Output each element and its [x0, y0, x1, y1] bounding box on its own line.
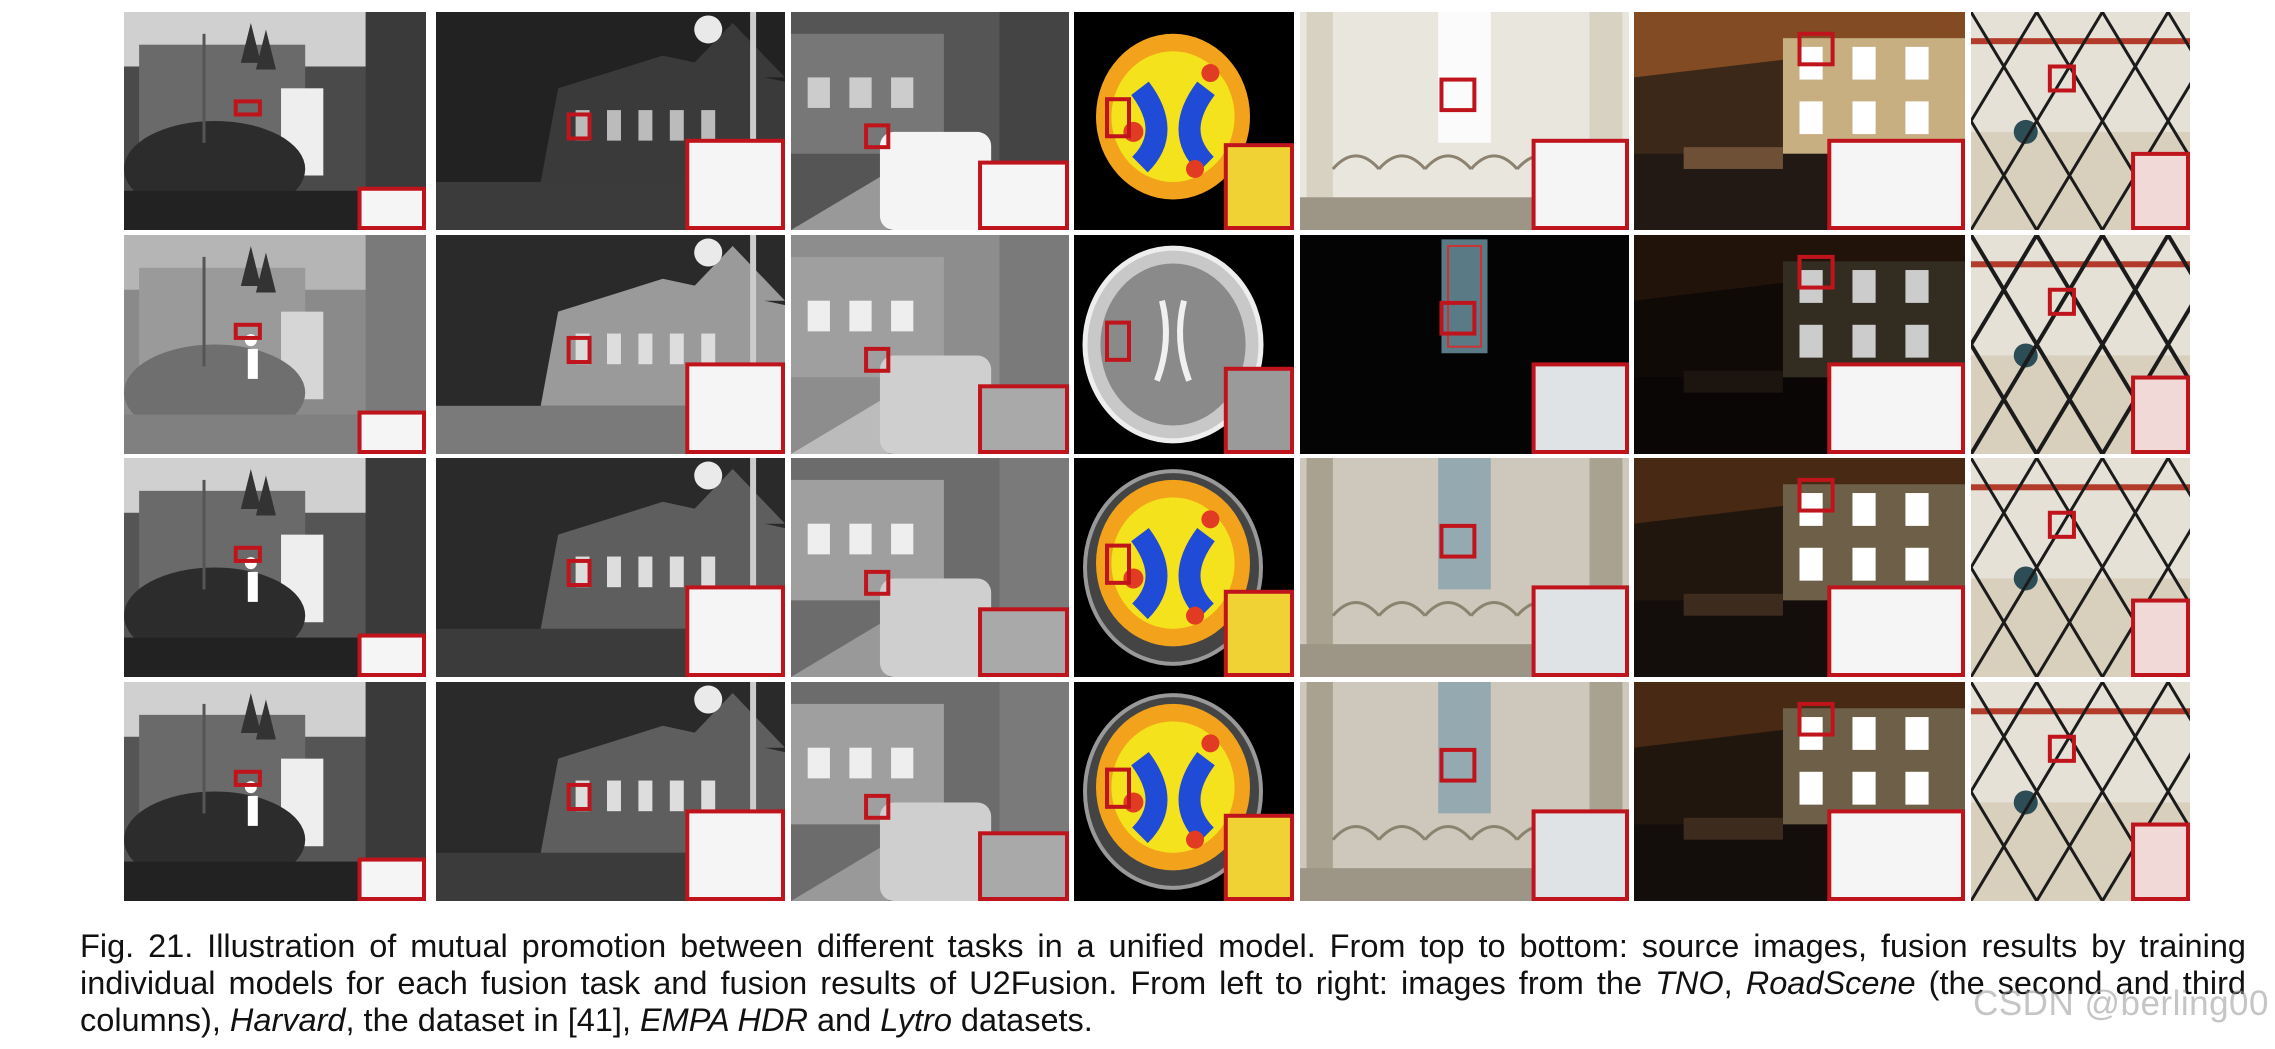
- zoom-region-marker: [233, 545, 262, 563]
- figure-panel: [436, 12, 785, 230]
- caption-text-1: Fig. 21. Illustration of mutual promotio…: [80, 928, 2246, 1001]
- caption-text-3: , the dataset in [41],: [345, 1002, 640, 1038]
- figure-image-grid: [124, 12, 2190, 901]
- zoom-region-marker: [864, 569, 891, 596]
- figure-panel: [1300, 682, 1629, 901]
- caption-text-5: datasets.: [951, 1002, 1093, 1038]
- caption-dataset-roadscene: RoadScene: [1745, 965, 1916, 1001]
- zoom-inset: [2131, 375, 2190, 454]
- zoom-region-marker: [1797, 31, 1835, 67]
- watermark: CSDN @berling00: [1973, 984, 2269, 1023]
- figure-panel: [1971, 458, 2190, 677]
- figure-panel: [1971, 12, 2190, 230]
- zoom-region-marker: [1797, 701, 1835, 737]
- zoom-region-marker: [1105, 543, 1131, 585]
- caption-dataset-empa: EMPA HDR: [640, 1002, 808, 1038]
- zoom-inset: [685, 362, 785, 454]
- figure-panel: [1634, 235, 1965, 454]
- zoom-inset: [1531, 809, 1629, 901]
- zoom-region-marker: [1797, 254, 1835, 290]
- zoom-inset: [1531, 585, 1629, 677]
- zoom-inset: [685, 585, 785, 677]
- figure-panel: [1300, 458, 1629, 677]
- zoom-region-marker: [2047, 510, 2076, 539]
- caption-text-4: and: [807, 1002, 881, 1038]
- zoom-region-marker: [1797, 477, 1835, 513]
- figure-panel: [124, 12, 426, 230]
- figure-panel: [791, 235, 1069, 454]
- zoom-region-marker: [2047, 64, 2076, 93]
- figure-panel: [1074, 458, 1294, 677]
- zoom-inset: [978, 831, 1069, 901]
- figure-panel: [1300, 12, 1629, 230]
- caption-dataset-harvard: Harvard: [229, 1002, 346, 1038]
- zoom-region-marker: [1439, 77, 1477, 113]
- zoom-inset: [685, 138, 785, 230]
- zoom-region-marker: [864, 346, 891, 373]
- zoom-inset: [1531, 138, 1629, 230]
- zoom-region-marker: [1439, 300, 1477, 336]
- zoom-region-marker: [2047, 287, 2076, 316]
- figure-panel: [791, 12, 1069, 230]
- zoom-inset: [357, 857, 426, 901]
- zoom-inset: [685, 809, 785, 901]
- figure-panel: [791, 682, 1069, 901]
- caption-text-2: (the second and third columns),: [80, 965, 2247, 1038]
- figure-panel: [436, 235, 785, 454]
- zoom-region-marker: [864, 793, 891, 820]
- zoom-inset: [357, 186, 426, 230]
- zoom-inset: [978, 384, 1069, 454]
- zoom-region-marker: [1439, 747, 1477, 783]
- figure-panel: [1634, 12, 1965, 230]
- figure-panel: [1074, 235, 1294, 454]
- figure-panel: [1634, 458, 1965, 677]
- zoom-region-marker: [1105, 767, 1131, 809]
- zoom-inset: [978, 607, 1069, 677]
- caption-sep: ,: [1723, 965, 1746, 1001]
- figure-panel: [1971, 235, 2190, 454]
- figure-panel: [436, 458, 785, 677]
- zoom-inset: [1827, 138, 1965, 230]
- zoom-region-marker: [566, 558, 592, 588]
- caption-dataset-tno: TNO: [1655, 965, 1724, 1001]
- zoom-region-marker: [1105, 320, 1131, 362]
- zoom-inset: [1223, 143, 1294, 230]
- zoom-inset: [357, 410, 426, 454]
- figure-panel: [1300, 235, 1629, 454]
- zoom-region-marker: [233, 769, 262, 787]
- zoom-region-marker: [233, 99, 262, 117]
- zoom-inset: [1827, 585, 1965, 677]
- caption-dataset-lytro: Lytro: [880, 1002, 952, 1038]
- zoom-region-marker: [1439, 523, 1477, 559]
- figure-panel: [1971, 682, 2190, 901]
- figure-panel: [1074, 682, 1294, 901]
- figure-panel: [124, 458, 426, 677]
- figure-caption: Fig. 21. Illustration of mutual promotio…: [80, 928, 2246, 1039]
- zoom-region-marker: [864, 123, 891, 150]
- zoom-region-marker: [1105, 97, 1131, 139]
- zoom-region-marker: [566, 782, 592, 812]
- zoom-inset: [2131, 598, 2190, 677]
- zoom-inset: [1531, 362, 1629, 454]
- figure-panel: [124, 682, 426, 901]
- figure-panel: [1634, 682, 1965, 901]
- figure-panel: [436, 682, 785, 901]
- zoom-inset: [1827, 362, 1965, 454]
- zoom-inset: [1827, 809, 1965, 901]
- zoom-inset: [2131, 822, 2190, 901]
- zoom-region-marker: [566, 335, 592, 365]
- zoom-inset: [1223, 589, 1294, 677]
- zoom-inset: [2131, 151, 2190, 230]
- zoom-region-marker: [2047, 734, 2076, 763]
- figure-panel: [791, 458, 1069, 677]
- zoom-inset: [978, 160, 1069, 230]
- figure-panel: [124, 235, 426, 454]
- zoom-region-marker: [566, 112, 592, 141]
- zoom-inset: [1223, 366, 1294, 454]
- figure-panel: [1074, 12, 1294, 230]
- zoom-inset: [357, 633, 426, 677]
- zoom-inset: [1223, 813, 1294, 901]
- zoom-region-marker: [233, 322, 262, 340]
